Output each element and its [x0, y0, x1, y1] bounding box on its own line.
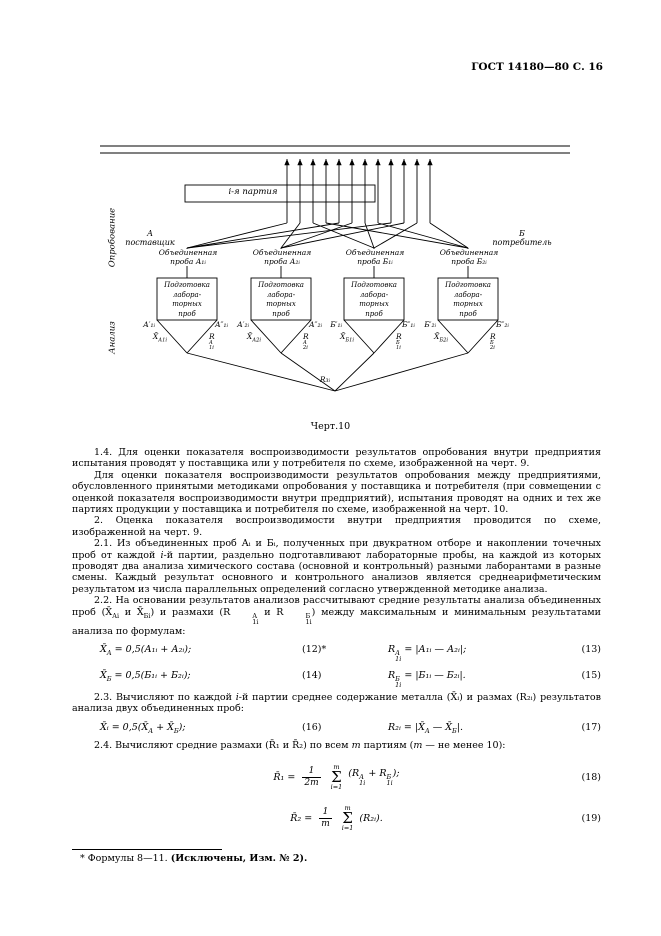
paragraph-2: 2. Оценка показателя воспроизводимости в…	[72, 515, 601, 538]
formula-14: X̄Б = 0,5(Б₁ᵢ + Б₂ᵢ);	[100, 669, 191, 683]
analysis-label-a1-prime: А′₁ᵢ	[143, 320, 155, 329]
scheme-lines-svg	[100, 145, 570, 392]
body-text: 1.4. Для оценки показателя воспроизводим…	[72, 447, 601, 844]
combined-sample-label-a2: Объединенная проба А₂ᵢ	[236, 248, 328, 266]
fraction: 1 m	[319, 806, 332, 829]
formula-16-number: (16)	[302, 721, 322, 733]
mean-label-b1: X̄Б1i	[340, 332, 354, 344]
formula-16: X̄ᵢ = 0,5(X̄А + X̄Б);	[100, 721, 186, 735]
paragraph-2-4: 2.4. Вычисляют средние размахи (R̄₁ и R̄…	[94, 739, 506, 751]
combined-sample-label-a1: Объединенная проба А₁ᵢ	[142, 248, 234, 266]
formula-19-rhs: (R₂ᵢ).	[359, 812, 383, 824]
supplier-label: А поставщик	[116, 229, 184, 247]
analysis-label-b1-dblprime: Б″₁ᵢ	[402, 320, 415, 329]
combined-sample-label-b2: Объединенная проба Б₂ᵢ	[423, 248, 515, 266]
formula-12: X̄А = 0,5(А₁ᵢ + А₂ᵢ);	[100, 644, 192, 657]
summation-symbol: m Σ i=1	[330, 763, 343, 792]
mean-label-a1: X̄А1i	[152, 332, 167, 344]
formula-19: R̄₂ = 1 m m Σ i=1 (R₂ᵢ).	[290, 805, 382, 832]
axis-label-analysis: Анализ	[107, 321, 118, 354]
footnote-rule	[72, 849, 222, 850]
formula-17: R₂ᵢ = |X̄А — X̄Б|.	[388, 721, 464, 735]
figure-caption: Черт.10	[310, 421, 351, 432]
analysis-label-a2-dblprime: А″₂ᵢ	[309, 320, 322, 329]
consumer-label: Б потребитель	[486, 229, 558, 247]
range3-label: R₃ᵢ	[319, 375, 330, 384]
footnote: * Формулы 8—11. (Исключены, Изм. № 2).	[72, 849, 601, 864]
formula-19-lhs: R̄₂ =	[290, 812, 313, 824]
supplier-word: поставщик	[125, 238, 175, 247]
fraction: 1 2m	[302, 765, 321, 788]
formula-19-row: R̄₂ = 1 m m Σ i=1 (R₂ᵢ). (19)	[72, 803, 601, 833]
analysis-label-a1-dblprime: А″₁ᵢ	[215, 320, 228, 329]
paragraph-2-2: 2.2. На основании результатов анализов р…	[72, 595, 601, 637]
analysis-label-a2-prime: А′₂ᵢ	[237, 320, 249, 329]
formula-18-lhs: R̄₁ =	[273, 771, 296, 783]
formula-19-number: (19)	[581, 813, 601, 825]
supplier-letter: А	[146, 229, 154, 238]
consumer-letter: Б	[519, 229, 525, 238]
analysis-label-b2-prime: Б′₂ᵢ	[424, 320, 436, 329]
formula-17-number: (17)	[581, 721, 601, 733]
formula-12-number: (12)*	[302, 644, 327, 655]
analysis-label-b2-dblprime: Б″₂ᵢ	[496, 320, 509, 329]
sampling-scheme-diagram: Опробование Анализ i-я партия А поставщи…	[0, 135, 661, 435]
formula-18-number: (18)	[581, 772, 601, 784]
analysis-label-b1-prime: Б′₁ᵢ	[330, 320, 342, 329]
paragraph-2-3: 2.3. Вычисляют по каждой i-й партии сред…	[72, 691, 602, 715]
paragraph-1-4-cont: Для оценки показателя воспроизводимости …	[72, 469, 601, 516]
combined-sample-label-b1: Объединенная проба Б₁ᵢ	[329, 248, 421, 266]
footnote-text: * Формулы 8—11. (Исключены, Изм. № 2).	[80, 853, 308, 864]
batch-box-label: i-я партия	[228, 187, 278, 197]
summation-symbol: m Σ i=1	[341, 804, 354, 833]
formula-15-number: (15)	[581, 669, 601, 681]
formula-14-number: (14)	[302, 669, 322, 681]
consumer-word: потребитель	[492, 238, 552, 247]
mean-label-b2: X̄Б2i	[434, 332, 448, 344]
paragraph-2-1: 2.1. Из объединенных проб Аᵢ и Бᵢ, получ…	[72, 538, 601, 595]
document-header: ГОСТ 14180—80 С. 16	[471, 61, 603, 73]
mean-label-a2: X̄А2i	[246, 332, 261, 344]
formula-row-16-17: X̄ᵢ = 0,5(X̄А + X̄Б); (16) R₂ᵢ = |X̄А — …	[72, 722, 601, 737]
paragraph-1-4: 1.4. Для оценки показателя воспроизводим…	[72, 447, 601, 470]
formula-13-number: (13)	[581, 644, 601, 655]
